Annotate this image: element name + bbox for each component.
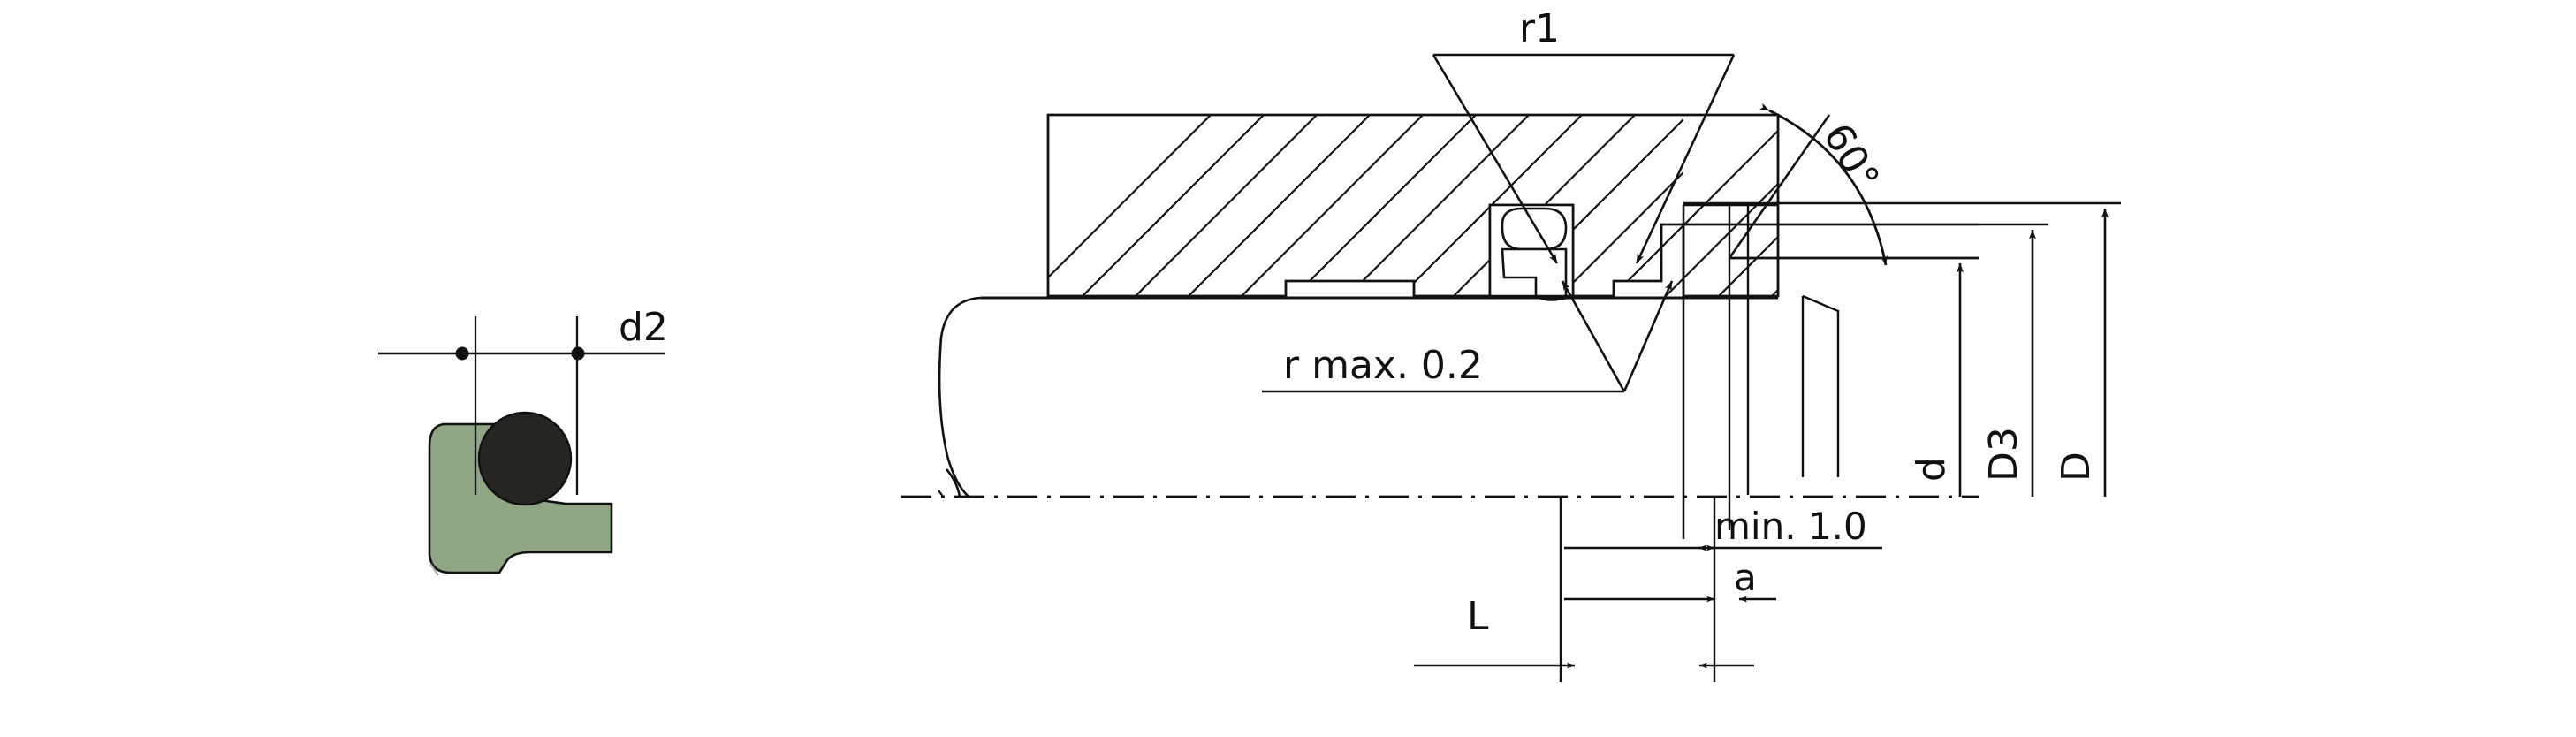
- label-r1: r1: [1519, 6, 1560, 51]
- dimension-dot-left: [455, 346, 469, 361]
- callout-r1: r1: [1432, 6, 1736, 264]
- seal-oring-rounded: [1501, 207, 1568, 251]
- shaft: [938, 296, 1778, 498]
- dim-a: a: [1564, 556, 1776, 603]
- left-view: d2: [378, 305, 668, 576]
- label-d: d: [1909, 457, 1954, 482]
- housing-block: [1046, 113, 1780, 298]
- dim-L: L: [1414, 594, 1754, 669]
- o-ring-shape: [477, 411, 573, 506]
- dim-min-1-0: min. 1.0: [1564, 505, 1882, 551]
- label-L: L: [1467, 594, 1489, 639]
- hatch-fill-left: [1048, 115, 1683, 296]
- rmax-leader-b: [1622, 280, 1674, 392]
- angle-arc-arrow: [1759, 103, 1888, 266]
- label-a: a: [1734, 556, 1757, 599]
- label-D: D: [2054, 452, 2099, 482]
- label-r-max: r max. 0.2: [1283, 343, 1483, 388]
- label-d2: d2: [619, 305, 668, 350]
- vertical-dimensions: d D3 D: [1683, 201, 2121, 497]
- callout-r-max: r max. 0.2: [1262, 280, 1674, 393]
- horizontal-dimensions: min. 1.0 a L: [1414, 497, 1882, 682]
- label-min-1-0: min. 1.0: [1714, 505, 1867, 548]
- r1-leader-left: [1432, 54, 1559, 264]
- break-tick: [429, 563, 439, 576]
- label-D3: D3: [1981, 427, 2026, 482]
- right-view: r1 60° r max. 0.2 d D3 D: [901, 6, 2121, 682]
- r1-leader-right: [1635, 54, 1736, 264]
- shaft-break-line: [938, 296, 982, 498]
- rmax-leader-a: [1561, 280, 1626, 392]
